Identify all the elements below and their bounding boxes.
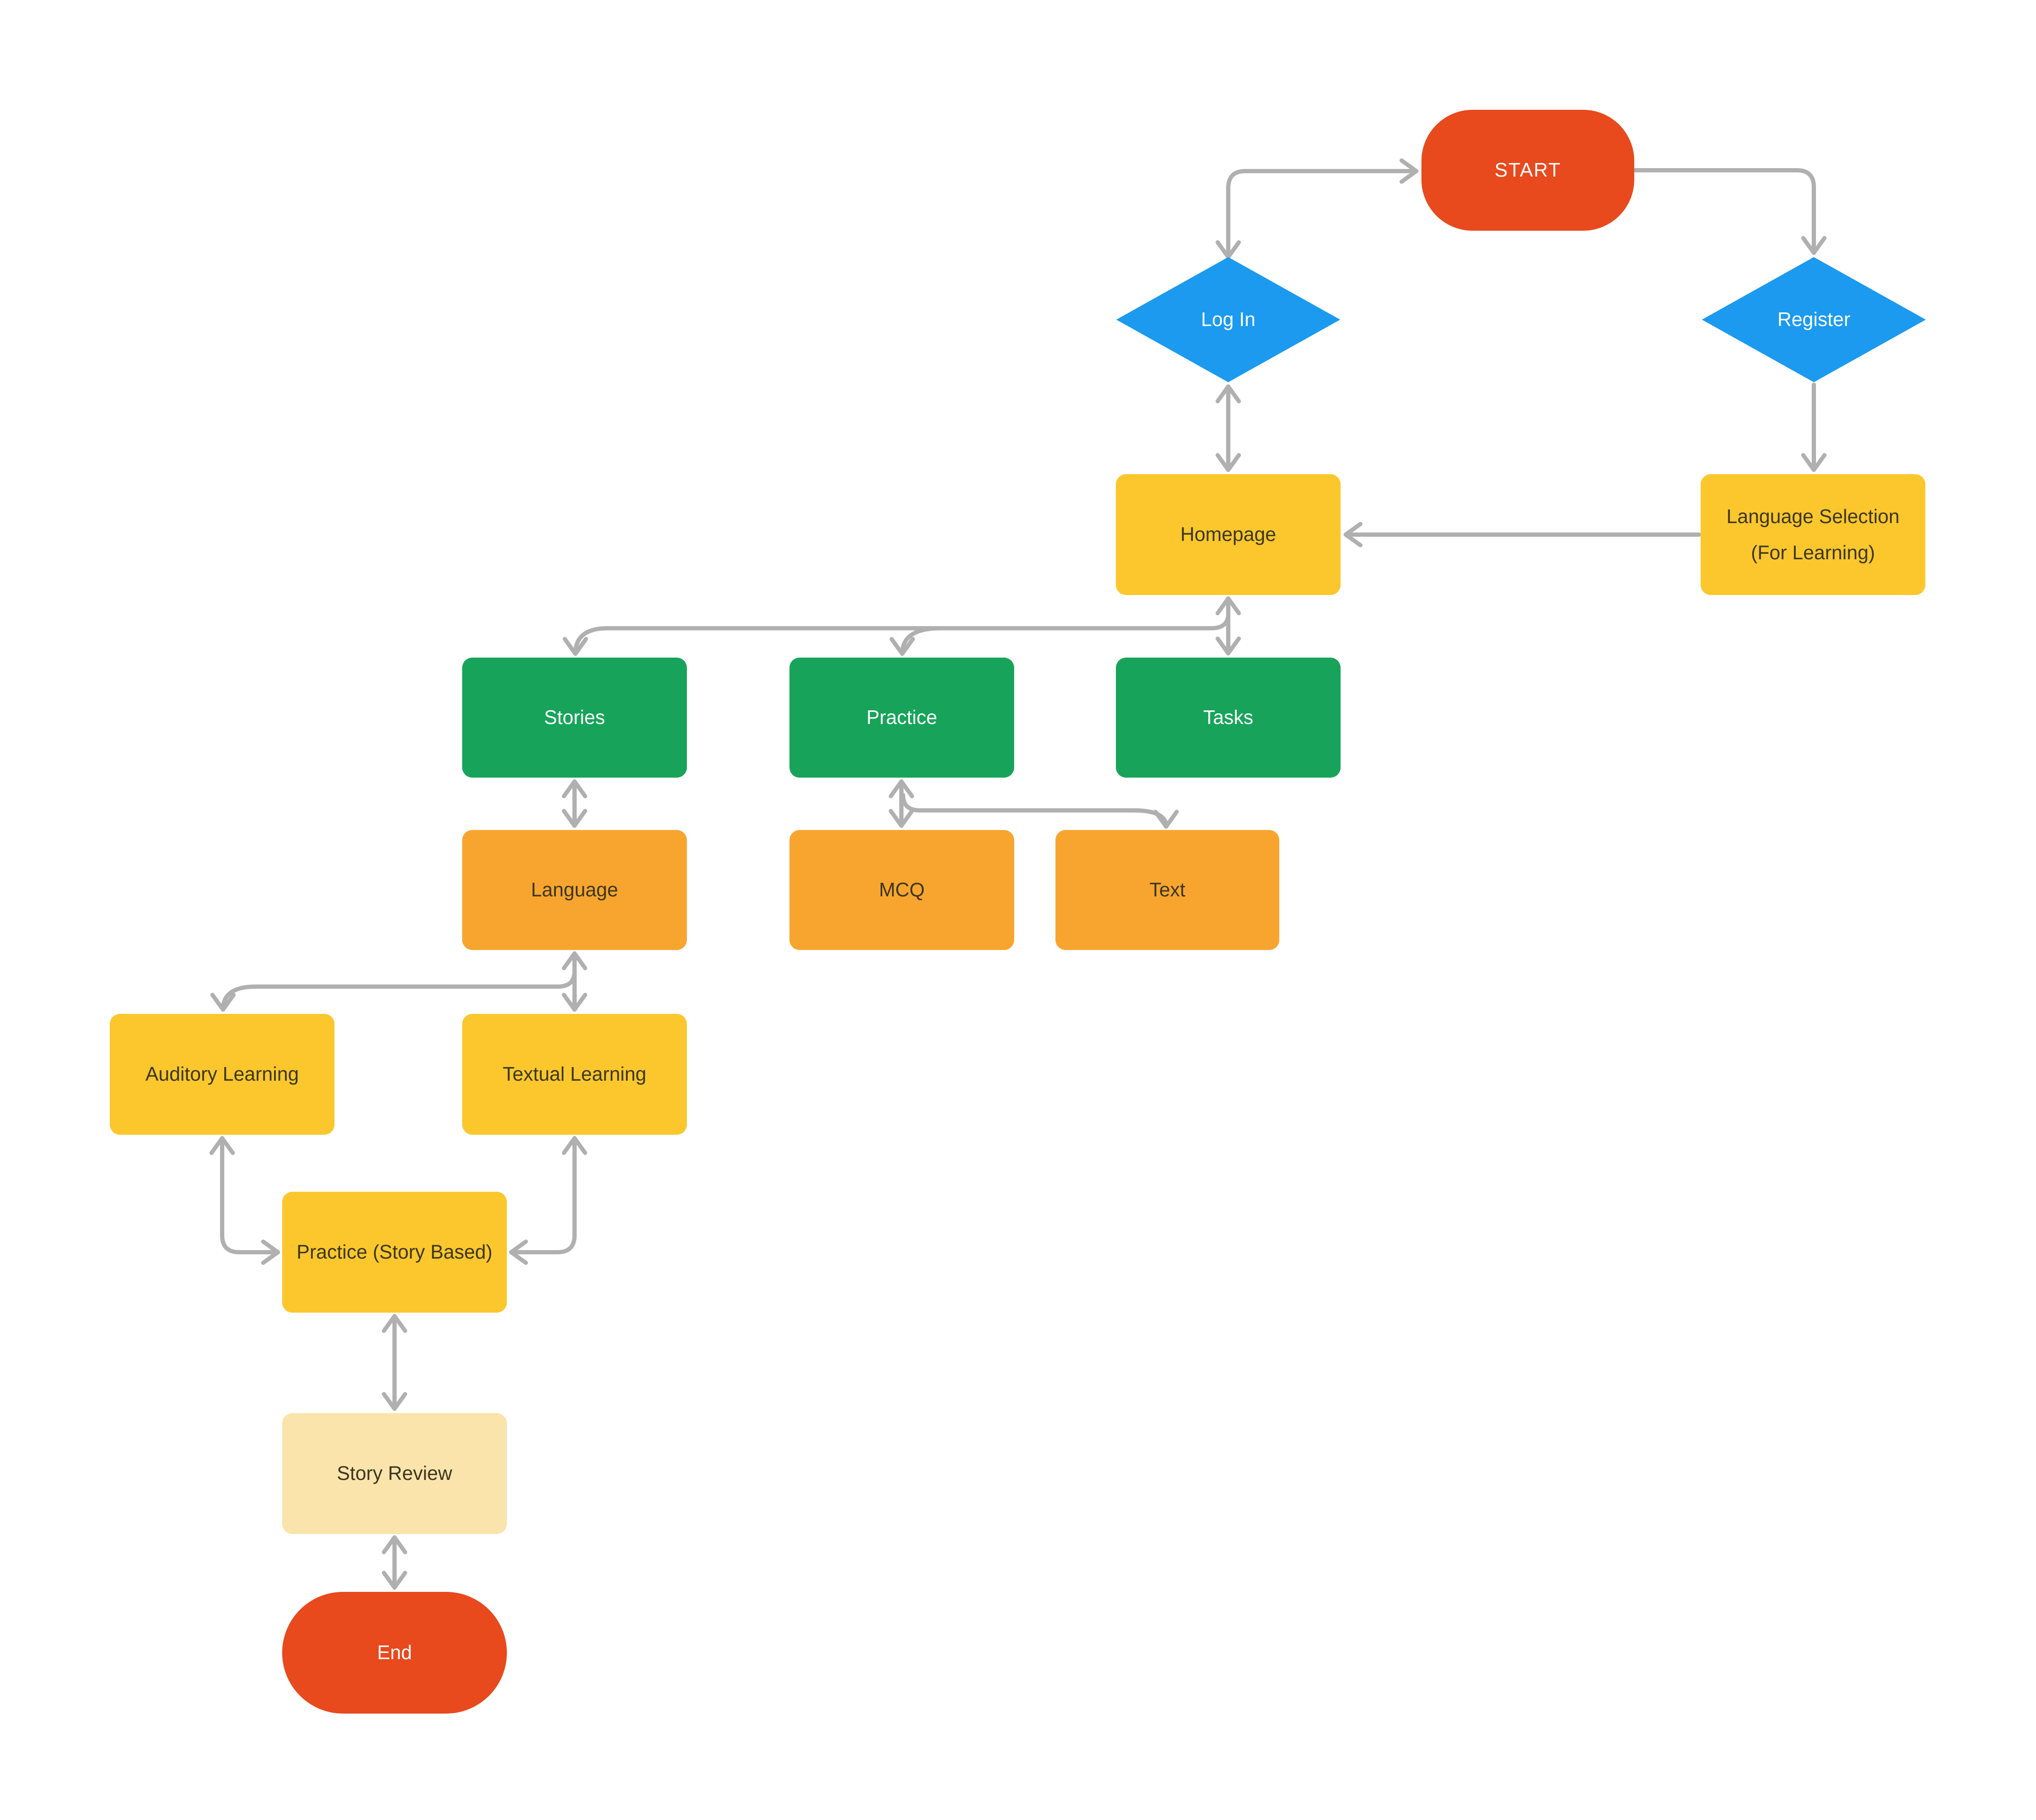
- node-textual-learning[interactable]: Textual Learning: [462, 1014, 687, 1135]
- node-tasks-label: Tasks: [1203, 706, 1253, 729]
- node-language-selection-label: Language Selection (For Learning): [1726, 505, 1900, 564]
- node-language-label: Language: [531, 879, 618, 901]
- node-end[interactable]: End: [282, 1592, 507, 1714]
- edge-homepage-practice: [889, 626, 943, 656]
- node-end-label: End: [377, 1641, 412, 1664]
- node-register-label: Register: [1777, 308, 1850, 331]
- node-homepage[interactable]: Homepage: [1116, 474, 1341, 595]
- node-language-selection[interactable]: Language Selection (For Learning): [1701, 474, 1925, 595]
- node-auditory-learning-label: Auditory Learning: [145, 1063, 299, 1085]
- node-text-label: Text: [1149, 879, 1186, 901]
- node-mcq-label: MCQ: [879, 879, 925, 901]
- node-practice[interactable]: Practice: [789, 658, 1014, 778]
- node-homepage-label: Homepage: [1180, 523, 1276, 546]
- node-stories[interactable]: Stories: [462, 658, 687, 778]
- node-tasks[interactable]: Tasks: [1116, 658, 1341, 778]
- node-stories-label: Stories: [544, 706, 605, 729]
- node-mcq[interactable]: MCQ: [789, 830, 1014, 950]
- node-auditory-learning[interactable]: Auditory Learning: [110, 1014, 335, 1135]
- node-practice-story-based-label: Practice (Story Based): [296, 1241, 493, 1263]
- node-start-label: START: [1494, 159, 1561, 181]
- edge-practice-text: [901, 793, 1179, 829]
- node-practice-story-based[interactable]: Practice (Story Based): [282, 1192, 507, 1313]
- edge-language-auditorylearning: [210, 969, 577, 1012]
- edge-textuallearning-practicestory: [509, 1136, 587, 1265]
- node-text[interactable]: Text: [1055, 830, 1279, 950]
- node-log-in-label: Log In: [1201, 308, 1255, 331]
- edge-homepage-stories: [563, 612, 1230, 656]
- edge-login-start: [1215, 158, 1418, 259]
- node-language[interactable]: Language: [462, 830, 687, 950]
- node-start[interactable]: START: [1421, 110, 1634, 231]
- node-story-review[interactable]: Story Review: [282, 1413, 507, 1534]
- edge-auditorylearning-practicestory: [209, 1136, 280, 1265]
- node-story-review-label: Story Review: [337, 1462, 452, 1485]
- node-textual-learning-label: Textual Learning: [503, 1063, 646, 1085]
- edge-start-register: [1633, 168, 1827, 255]
- node-practice-label: Practice: [866, 706, 938, 729]
